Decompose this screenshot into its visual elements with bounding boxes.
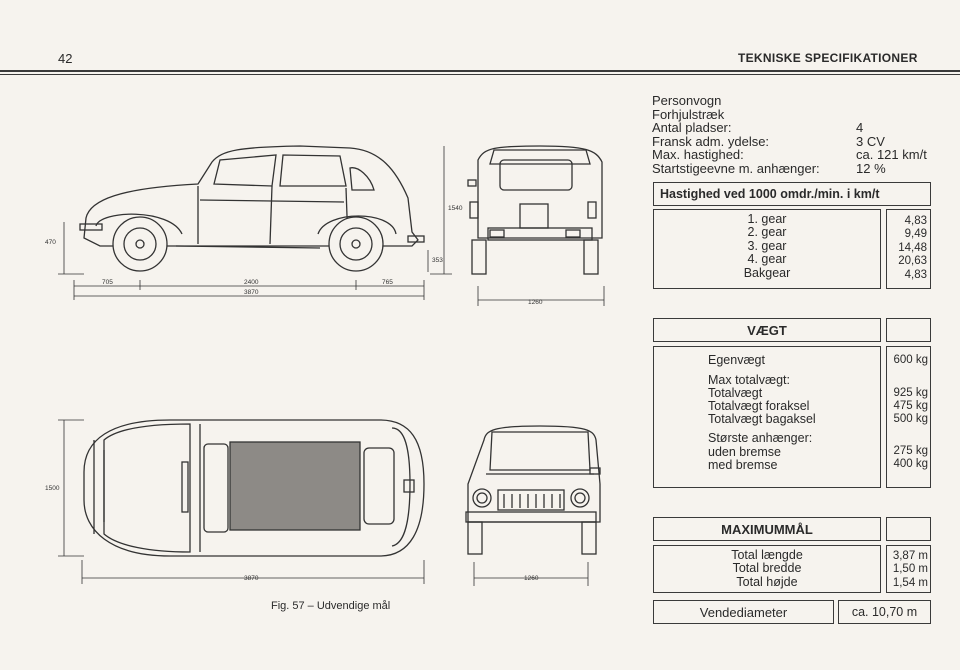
dim-1260-rear: 1260 bbox=[528, 299, 543, 306]
spec-row: Max. hastighed:ca. 121 km/t bbox=[652, 147, 927, 163]
speed-table-title: Hastighed ved 1000 omdr./min. i km/t bbox=[660, 187, 880, 201]
section-title: TEKNISKE SPECIFIKATIONER bbox=[738, 51, 918, 65]
front-view-drawing bbox=[465, 425, 601, 555]
dim-1260-front: 1260 bbox=[524, 575, 539, 582]
vehicle-drawings: 705 2400 765 3870 1540 353 470 1260 1500… bbox=[45, 145, 605, 586]
speed-table-gears-box: 1. gear 2. gear 3. gear 4. gear Bakgear bbox=[653, 209, 881, 289]
header-rule-thin bbox=[0, 74, 960, 75]
spec-row: Antal pladser:4 bbox=[652, 120, 864, 136]
max-table-values-box: 3,87 m 1,50 m 1,54 m bbox=[886, 545, 931, 593]
spec-row: Forhjulstræk bbox=[652, 106, 725, 122]
max-table-labels: Total længde Total bredde Total højde bbox=[731, 548, 803, 589]
speed-table-values-box: 4,83 9,49 14,48 20,63 4,83 bbox=[886, 209, 931, 289]
spec-row: Personvogn bbox=[652, 93, 722, 108]
page-number: 42 bbox=[58, 51, 73, 66]
dim-1500: 1500 bbox=[45, 485, 60, 492]
spec-row: Fransk adm. ydelse:3 CV bbox=[652, 133, 885, 149]
weight-table-title-box: VÆGT bbox=[653, 318, 881, 342]
top-dimension-lines bbox=[58, 419, 425, 584]
spec-list: Personvogn Forhjulstræk Antal pladser:4 … bbox=[652, 93, 927, 176]
turning-label-box: Vendediameter bbox=[653, 600, 834, 624]
dim-470: 470 bbox=[45, 239, 56, 246]
weight-table-values-box: 600 kg 925 kg 475 kg 500 kg 275 kg 400 k… bbox=[886, 346, 931, 488]
dim-765: 765 bbox=[382, 279, 393, 286]
header-rule bbox=[0, 70, 960, 72]
dim-2400: 2400 bbox=[244, 279, 259, 286]
speed-table-gears: 1. gear 2. gear 3. gear 4. gear Bakgear bbox=[743, 212, 791, 280]
turning-label: Vendediameter bbox=[699, 605, 788, 620]
turning-value: ca. 10,70 m bbox=[851, 605, 918, 619]
max-table-title-box: MAXIMUMMÅL bbox=[653, 517, 881, 541]
rear-dimension-lines bbox=[477, 286, 605, 306]
front-dimension-lines bbox=[473, 562, 589, 586]
dim-3870-top: 3870 bbox=[244, 575, 259, 582]
weight-table-labels: Egenvægt Max totalvægt: Totalvægt Totalv… bbox=[708, 353, 816, 472]
weight-table-values: 600 kg 925 kg 475 kg 500 kg 275 kg 400 k… bbox=[893, 354, 928, 471]
weight-table-title-blank bbox=[886, 318, 931, 342]
weight-table-labels-box: Egenvægt Max totalvægt: Totalvægt Totalv… bbox=[653, 346, 881, 488]
max-table-title-blank bbox=[886, 517, 931, 541]
max-table-title: MAXIMUMMÅL bbox=[721, 522, 813, 537]
max-table-values: 3,87 m 1,50 m 1,54 m bbox=[892, 550, 928, 589]
side-dimension-lines bbox=[58, 146, 452, 300]
dim-353: 353 bbox=[432, 257, 443, 264]
spec-row: Startstigeevne m. anhænger:12 % bbox=[652, 160, 886, 176]
top-view-drawing bbox=[83, 419, 425, 557]
rear-view-drawing bbox=[467, 145, 603, 275]
dim-1540: 1540 bbox=[448, 205, 463, 212]
turning-value-box: ca. 10,70 m bbox=[838, 600, 931, 624]
speed-table-title-box: Hastighed ved 1000 omdr./min. i km/t bbox=[653, 182, 931, 206]
speed-table-values: 4,83 9,49 14,48 20,63 4,83 bbox=[898, 215, 927, 281]
dim-705: 705 bbox=[102, 279, 113, 286]
max-table-labels-box: Total længde Total bredde Total højde bbox=[653, 545, 881, 593]
figure-caption: Fig. 57 – Udvendige mål bbox=[271, 600, 391, 612]
weight-table-title: VÆGT bbox=[747, 323, 787, 338]
dim-3870-side: 3870 bbox=[244, 289, 259, 296]
side-view-drawing bbox=[79, 145, 425, 272]
